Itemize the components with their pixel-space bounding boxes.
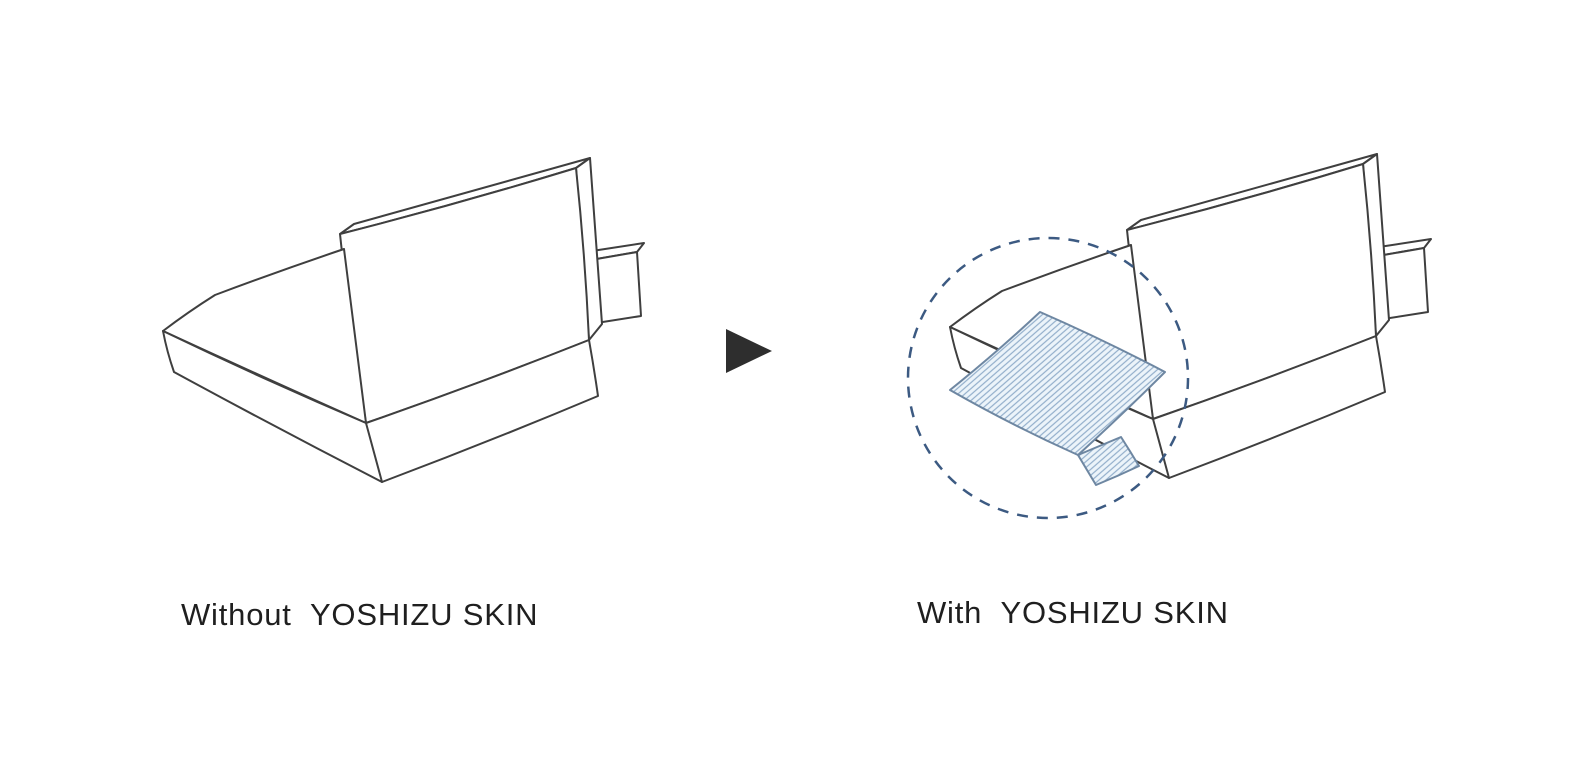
left-caption: Without YOSHIZU SKIN <box>181 597 539 632</box>
sofa-sketch-with <box>906 153 1432 520</box>
sofa-without-skin <box>162 157 645 483</box>
yoshizu-skin-overlay <box>949 311 1166 486</box>
highlight-circle <box>906 236 1190 520</box>
sofa-sketch-without <box>162 157 645 483</box>
right-caption: With YOSHIZU SKIN <box>917 595 1229 630</box>
yoshizu-skin-flap <box>1077 436 1140 486</box>
yoshizu-skin-panel <box>949 311 1166 456</box>
right-triangle-arrow-icon <box>726 329 772 373</box>
arrow-shape <box>726 329 772 373</box>
